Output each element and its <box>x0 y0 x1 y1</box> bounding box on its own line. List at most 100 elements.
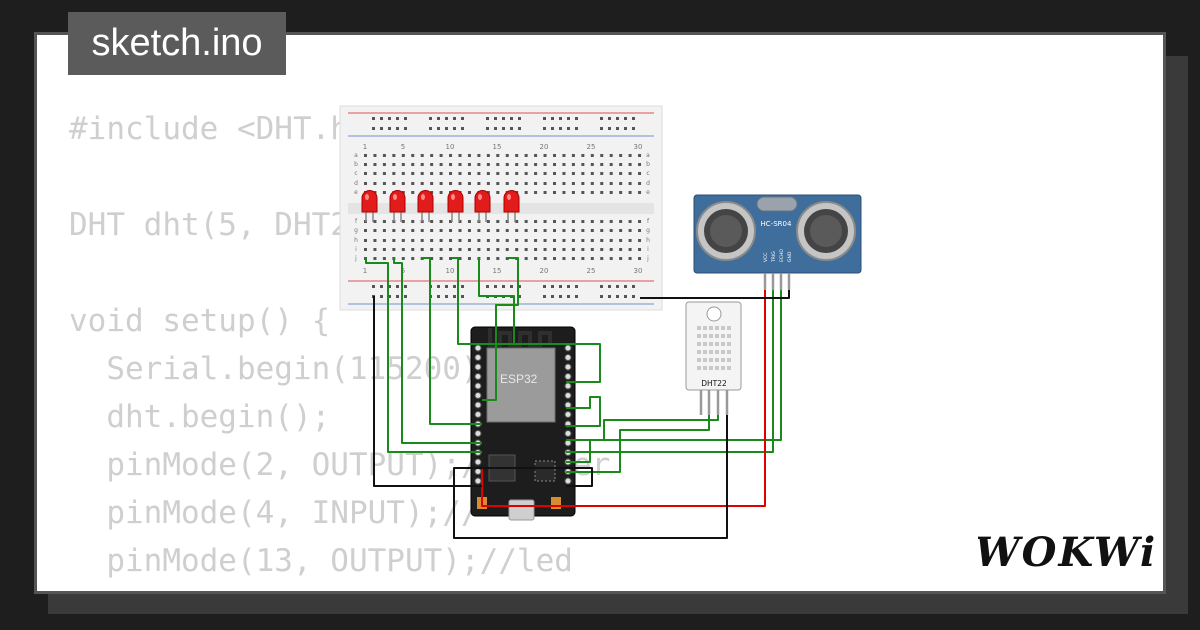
breadboard-hole <box>411 163 415 166</box>
breadboard-hole <box>553 163 556 166</box>
breadboard-hole <box>638 229 642 232</box>
dht-grill-slot <box>727 350 731 354</box>
dht-grill-slot <box>697 350 701 354</box>
breadboard-hole <box>581 172 585 175</box>
wire-black <box>640 290 790 299</box>
breadboard-hole <box>590 257 594 260</box>
row-label: c <box>354 170 357 177</box>
breadboard-hole <box>453 295 456 298</box>
breadboard-hole <box>486 248 490 251</box>
row-label: i <box>355 246 357 253</box>
row-label: d <box>354 180 358 187</box>
breadboard-hole <box>600 248 604 251</box>
breadboard-hole <box>616 295 619 298</box>
breadboard-hole <box>543 154 547 157</box>
breadboard-hole <box>364 239 367 242</box>
breadboard-hole <box>543 239 547 242</box>
breadboard-hole <box>392 229 396 232</box>
breadboard-hole <box>373 248 377 251</box>
dht-grill-slot <box>727 358 731 362</box>
breadboard-hole <box>562 172 566 175</box>
breadboard-hole <box>562 154 566 157</box>
breadboard-hole <box>562 191 566 194</box>
breadboard-hole <box>543 182 547 185</box>
breadboard-hole <box>449 154 453 157</box>
dht-grill-slot <box>715 350 719 354</box>
dht-grill-slot <box>703 342 707 346</box>
breadboard-hole <box>382 220 386 223</box>
breadboard-hole <box>608 127 611 130</box>
row-label: b <box>646 161 650 168</box>
led-red[interactable] <box>474 190 491 222</box>
esp32-board[interactable]: ESP32 <box>470 326 576 521</box>
dht-grill-slot <box>709 358 713 362</box>
breadboard-hole <box>600 239 604 242</box>
breadboard-hole <box>453 127 456 130</box>
row-label: h <box>354 237 358 244</box>
breadboard-hole <box>467 229 471 232</box>
dht-grill-slot <box>697 366 701 370</box>
breadboard-hole <box>486 229 490 232</box>
wokwi-logo: WOKWi <box>978 529 1154 576</box>
breadboard-hole <box>439 220 443 223</box>
breadboard-hole <box>430 172 434 175</box>
esp32-pin <box>564 382 572 390</box>
dht-grill-slot <box>703 326 707 330</box>
breadboard-hole <box>590 248 594 251</box>
breadboard-hole <box>534 163 538 166</box>
breadboard-hole <box>430 257 434 260</box>
wire-black <box>373 296 482 487</box>
breadboard-hole <box>515 182 519 185</box>
breadboard-hole <box>600 127 603 130</box>
breadboard-hole <box>619 257 623 260</box>
esp32-pin <box>564 392 572 399</box>
dht22-sensor[interactable]: DHT22 <box>685 301 742 415</box>
row-label: h <box>646 237 650 244</box>
breadboard-hole <box>411 239 415 242</box>
dht-grill-slot <box>709 350 713 354</box>
breadboard-hole <box>575 127 578 130</box>
wire-black <box>453 415 728 539</box>
breadboard-hole <box>567 127 570 130</box>
breadboard-hole <box>590 172 594 175</box>
breadboard-hole <box>380 295 383 298</box>
breadboard-hole <box>581 220 585 223</box>
breadboard-hole <box>467 248 471 251</box>
breadboard-hole <box>396 295 399 298</box>
led-red[interactable] <box>417 190 434 222</box>
breadboard-hole <box>524 257 528 260</box>
breadboard-hole <box>486 163 490 166</box>
breadboard-hole <box>543 172 547 175</box>
row-label: i <box>647 246 649 253</box>
led-red[interactable] <box>389 190 406 222</box>
breadboard-hole <box>619 154 623 157</box>
ultrasonic-sensor[interactable]: HC-SR04 VCC TRIG ECHO GND <box>693 194 862 290</box>
breadboard-hole <box>608 295 611 298</box>
breadboard-hole <box>628 172 632 175</box>
breadboard-hole <box>515 154 519 157</box>
breadboard-hole <box>515 220 519 223</box>
esp32-pin <box>474 468 482 475</box>
breadboard-hole <box>449 163 453 166</box>
breadboard-hole <box>515 229 519 232</box>
breadboard-hole <box>392 248 396 251</box>
breadboard-hole <box>553 239 556 242</box>
breadboard-hole <box>543 248 547 251</box>
breadboard-hole <box>571 248 575 251</box>
breadboard-hole <box>628 239 632 242</box>
dht-grill-slot <box>721 342 725 346</box>
breadboard-hole <box>571 220 575 223</box>
breadboard-hole <box>567 285 570 288</box>
led-red[interactable] <box>503 190 520 222</box>
led-red[interactable] <box>447 190 464 222</box>
breadboard-hole <box>638 257 642 260</box>
led-red[interactable] <box>361 190 378 222</box>
column-label: 20 <box>540 143 549 151</box>
breadboard-hole <box>609 191 613 194</box>
breadboard-hole <box>581 239 585 242</box>
breadboard-hole <box>553 257 556 260</box>
breadboard-hole <box>571 182 575 185</box>
breadboard-hole <box>543 191 547 194</box>
file-tab[interactable]: sketch.ino <box>68 12 286 75</box>
breadboard-hole <box>543 220 547 223</box>
